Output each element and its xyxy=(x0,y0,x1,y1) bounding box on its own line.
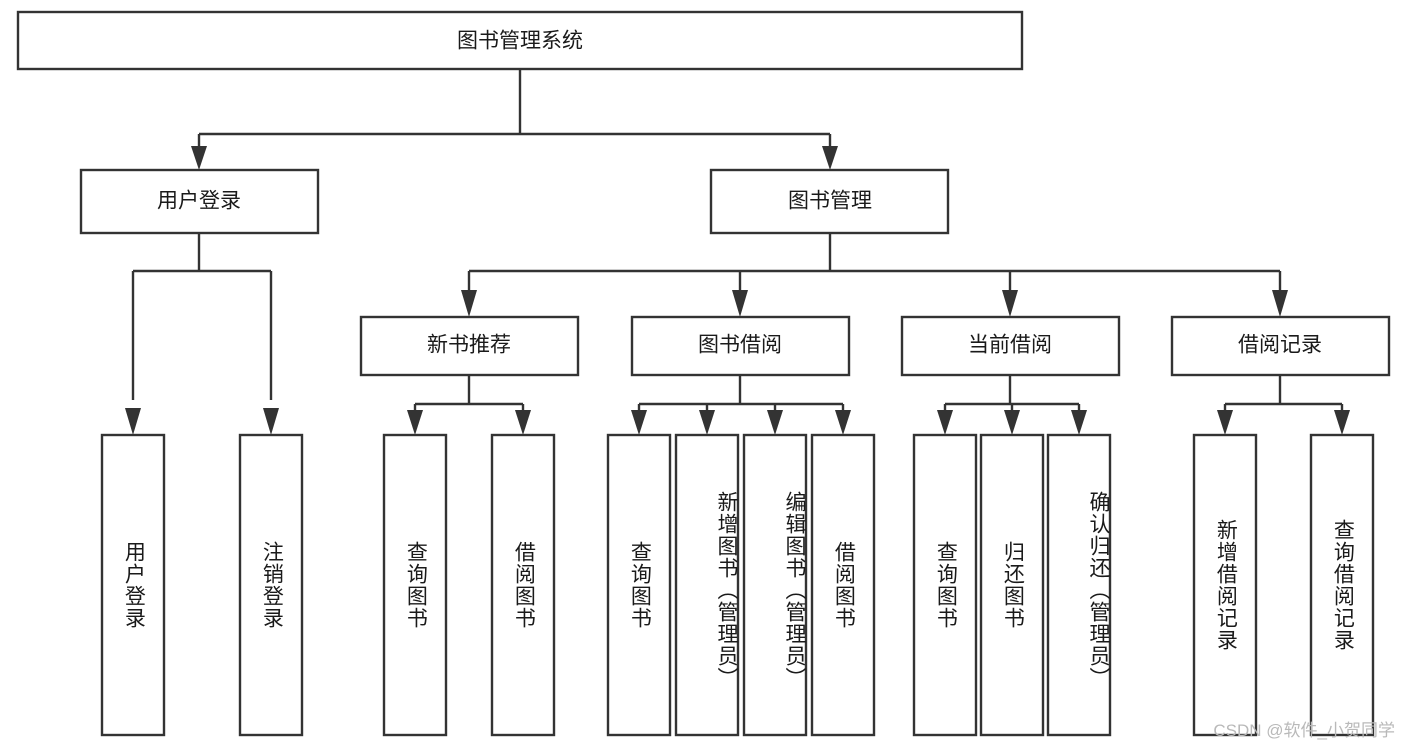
node-root[interactable]: 图书管理系统 xyxy=(16,10,1024,71)
node-leaf-return-book-box[interactable] xyxy=(979,433,1045,737)
connector-group-borrow-record xyxy=(1217,375,1350,435)
arrowhead-leaf-query-book-2 xyxy=(631,410,647,435)
watermark-text: CSDN @软件_小贺同学 xyxy=(1213,721,1395,740)
arrowhead-leaf-add-record xyxy=(1217,410,1233,435)
node-root-label: 图书管理系统 xyxy=(457,30,583,53)
node-leaf-edit-book-box[interactable] xyxy=(742,433,808,737)
node-leaf-add-book-box[interactable] xyxy=(674,433,740,737)
arrowhead-leaf-confirm-return xyxy=(1071,410,1087,435)
arrowhead-borrow-record xyxy=(1272,290,1288,317)
connector-group-user-login xyxy=(125,233,279,435)
node-user-login[interactable]: 用户登录 xyxy=(79,168,320,235)
node-user-login-box[interactable] xyxy=(79,168,320,235)
node-leaf-borrow-book-1-box[interactable] xyxy=(490,433,556,737)
node-borrow-record-box[interactable] xyxy=(1170,315,1391,377)
node-leaf-query-record-box[interactable] xyxy=(1309,433,1375,737)
node-borrow-record-label: 借阅记录 xyxy=(1238,334,1322,357)
node-leaf-query-book-2-box[interactable] xyxy=(606,433,672,737)
node-current-borrow-box[interactable] xyxy=(900,315,1121,377)
arrowhead-user-login xyxy=(191,146,207,170)
node-current-borrow-label: 当前借阅 xyxy=(968,334,1052,357)
node-new-book-recommend-label: 新书推荐 xyxy=(427,334,511,357)
node-leaf-add-record-box[interactable] xyxy=(1192,433,1258,737)
node-book-borrow-box[interactable] xyxy=(630,315,851,377)
node-user-login-label: 用户登录 xyxy=(157,190,241,213)
arrowhead-leaf-return-book xyxy=(1004,410,1020,435)
node-root-box[interactable] xyxy=(16,10,1024,71)
connector-group-root xyxy=(191,69,838,170)
node-book-borrow[interactable]: 图书借阅 xyxy=(630,315,851,377)
node-current-borrow[interactable]: 当前借阅 xyxy=(900,315,1121,377)
node-borrow-record[interactable]: 借阅记录 xyxy=(1170,315,1391,377)
node-book-management-box[interactable] xyxy=(709,168,950,235)
arrowhead-leaf-logout-login xyxy=(263,408,279,435)
node-new-book-recommend-box[interactable] xyxy=(359,315,580,377)
arrowhead-leaf-borrow-book-1 xyxy=(515,410,531,435)
connector-group-current-borrow xyxy=(937,375,1087,435)
node-leaf-borrow-book-2-box[interactable] xyxy=(810,433,876,737)
node-leaf-confirm-return-box[interactable] xyxy=(1046,433,1112,737)
node-book-management[interactable]: 图书管理 xyxy=(709,168,950,235)
connector-group-book-management xyxy=(461,233,1288,317)
arrowhead-leaf-user-login xyxy=(125,408,141,435)
node-leaf-query-book-3-box[interactable] xyxy=(912,433,978,737)
connector-group-book-borrow xyxy=(631,375,851,435)
arrowhead-current-borrow xyxy=(1002,290,1018,317)
arrowhead-leaf-query-record xyxy=(1334,410,1350,435)
connector-group-new-book-recommend xyxy=(407,375,531,435)
arrowhead-leaf-query-book-3 xyxy=(937,410,953,435)
node-book-management-label: 图书管理 xyxy=(788,190,872,213)
arrowhead-leaf-query-book-1 xyxy=(407,410,423,435)
node-leaf-user-login-box[interactable] xyxy=(100,433,166,737)
node-book-borrow-label: 图书借阅 xyxy=(698,334,782,357)
arrowhead-book-borrow xyxy=(732,290,748,317)
node-leaf-query-book-1-box[interactable] xyxy=(382,433,448,737)
arrowhead-leaf-borrow-book-2 xyxy=(835,410,851,435)
arrowhead-leaf-edit-book xyxy=(767,410,783,435)
arrowhead-book-management xyxy=(822,146,838,170)
node-new-book-recommend[interactable]: 新书推荐 xyxy=(359,315,580,377)
node-leaf-logout-login-box[interactable] xyxy=(238,433,304,737)
arrowhead-leaf-add-book xyxy=(699,410,715,435)
arrowhead-new-book-recommend xyxy=(461,290,477,317)
